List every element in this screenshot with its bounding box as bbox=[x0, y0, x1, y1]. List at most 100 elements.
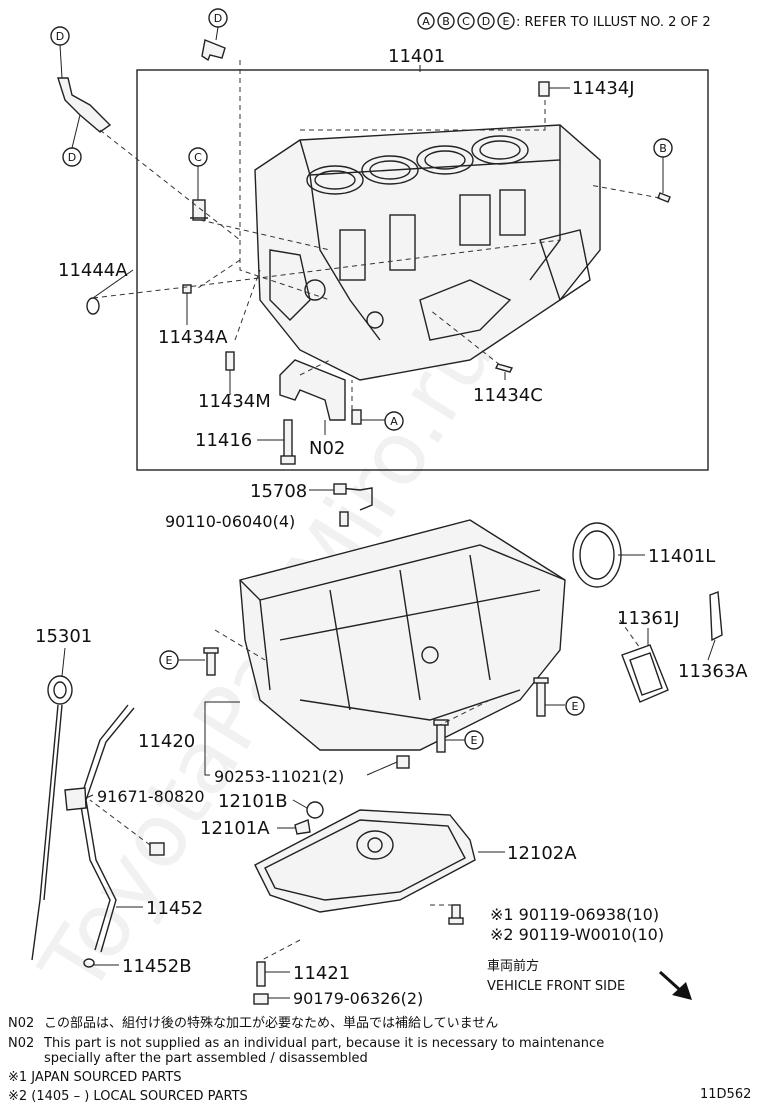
svg-text:D: D bbox=[482, 15, 490, 28]
label-91671: 91671-80820 bbox=[97, 787, 205, 806]
legend-circle-d: D bbox=[477, 12, 495, 30]
gasket-12101b bbox=[306, 801, 324, 819]
label-11421: 11421 bbox=[293, 963, 350, 984]
plug-12101a bbox=[294, 819, 311, 835]
fitting-d-top bbox=[201, 39, 226, 62]
label-11416: 11416 bbox=[195, 430, 252, 451]
label-90119-local: ※2 90119-W0010(10) bbox=[490, 925, 664, 944]
label-90179: 90179-06326(2) bbox=[293, 989, 423, 1008]
gasket-11361j bbox=[621, 644, 669, 703]
label-15708: 15708 bbox=[250, 481, 307, 502]
vehicle-front-en: VEHICLE FRONT SIDE bbox=[487, 979, 625, 994]
callout-c: C bbox=[188, 147, 208, 200]
callout-e-left: E bbox=[159, 650, 179, 670]
pin-11434c bbox=[494, 363, 514, 373]
label-11361j: 11361J bbox=[617, 608, 680, 629]
callout-d-left-bottom: D bbox=[62, 114, 82, 167]
svg-text:A: A bbox=[422, 15, 430, 28]
note-japan-sourced: ※1 JAPAN SOURCED PARTS bbox=[8, 1070, 182, 1085]
label-11452b: 11452B bbox=[122, 956, 192, 977]
callout-e-lower: E bbox=[464, 730, 484, 750]
vehicle-front-arrow-icon bbox=[658, 970, 692, 1000]
dipstick-15301 bbox=[31, 675, 73, 961]
block-frame bbox=[136, 69, 709, 471]
svg-text:D: D bbox=[214, 12, 222, 25]
label-11452: 11452 bbox=[146, 898, 203, 919]
bolt-e-right bbox=[533, 677, 549, 717]
label-11420: 11420 bbox=[138, 731, 195, 752]
label-12101b: 12101B bbox=[218, 791, 288, 812]
label-11434c: 11434C bbox=[473, 385, 543, 406]
oring-11452b bbox=[83, 958, 95, 968]
label-12101a: 12101A bbox=[200, 818, 270, 839]
dowel-a bbox=[351, 409, 362, 425]
crankcase-drawing bbox=[239, 519, 566, 751]
refer-text: : REFER TO ILLUST NO. 2 OF 2 bbox=[516, 15, 711, 30]
callout-d-top: D bbox=[208, 8, 228, 41]
legend-circle-c: C bbox=[457, 12, 475, 30]
svg-text:E: E bbox=[471, 734, 478, 747]
svg-text:D: D bbox=[68, 151, 76, 164]
bolt-90110 bbox=[339, 511, 349, 527]
bolt-90119 bbox=[448, 904, 464, 925]
label-11401: 11401 bbox=[388, 46, 445, 67]
guide-11452 bbox=[64, 704, 135, 953]
svg-text:D: D bbox=[56, 30, 64, 43]
callout-a: A bbox=[384, 411, 404, 431]
note-n02-en-2: specially after the part assembled / dis… bbox=[44, 1051, 368, 1066]
label-90253: 90253-11021(2) bbox=[214, 767, 344, 786]
label-11434j: 11434J bbox=[572, 78, 635, 99]
svg-text:B: B bbox=[659, 142, 667, 155]
seal-11401l bbox=[572, 522, 622, 588]
plug-11434j bbox=[538, 81, 550, 97]
legend-circle-e: E bbox=[497, 12, 515, 30]
label-11434m: 11434M bbox=[198, 391, 271, 412]
label-12102a: 12102A bbox=[507, 843, 577, 864]
note-n02-jp: この部品は、組付け後の特殊な加工が必要なため、単品では補給していません bbox=[44, 1015, 498, 1031]
legend-circle-a: A bbox=[417, 12, 435, 30]
note-local-sourced: ※2 (1405 – ) LOCAL SOURCED PARTS bbox=[8, 1089, 248, 1104]
illustration-code: 11D562 bbox=[700, 1087, 751, 1102]
union-d-left bbox=[57, 77, 112, 133]
callout-d-left-top: D bbox=[50, 26, 70, 79]
pipe-15708 bbox=[333, 483, 373, 511]
label-11444a: 11444A bbox=[58, 260, 128, 281]
svg-text:B: B bbox=[442, 15, 450, 28]
svg-text:C: C bbox=[462, 15, 470, 28]
note-n02-jp-code: N02 bbox=[8, 1016, 34, 1031]
cylinder-block-drawing bbox=[254, 124, 601, 381]
note-n02-en-1: This part is not supplied as an individu… bbox=[43, 1036, 604, 1051]
bolt-11416 bbox=[280, 419, 296, 465]
stud-11421 bbox=[256, 961, 266, 987]
svg-text:E: E bbox=[166, 654, 173, 667]
pin-11434m bbox=[225, 351, 235, 371]
callout-e-right: E bbox=[565, 696, 585, 716]
upper-dashed-lines bbox=[92, 60, 661, 410]
note-n02-en-code: N02 bbox=[8, 1036, 34, 1051]
label-n02: N02 bbox=[309, 438, 345, 459]
callout-b: B bbox=[653, 138, 673, 193]
nut-90179 bbox=[253, 993, 269, 1005]
svg-text:E: E bbox=[572, 700, 579, 713]
oil-pan-drawing bbox=[254, 809, 476, 913]
svg-text:C: C bbox=[194, 151, 202, 164]
vehicle-front-jp: 車両前方 bbox=[487, 958, 539, 974]
plug-90253 bbox=[396, 755, 410, 769]
label-11401l: 11401L bbox=[648, 546, 715, 567]
cap-n02 bbox=[279, 359, 346, 421]
bolt-91671 bbox=[149, 842, 165, 856]
label-15301: 15301 bbox=[35, 626, 92, 647]
lower-dashed-lines bbox=[89, 619, 641, 961]
gasket-11363a bbox=[709, 591, 723, 642]
label-11363a: 11363A bbox=[678, 661, 748, 682]
bolt-e-left bbox=[203, 647, 219, 676]
label-90119-jp: ※1 90119-06938(10) bbox=[490, 905, 659, 924]
pin-11434a bbox=[182, 284, 192, 294]
oring-11444a bbox=[86, 297, 100, 315]
svg-text:A: A bbox=[390, 415, 398, 428]
label-90110: 90110-06040(4) bbox=[165, 512, 295, 531]
header-legend: A B C D E : REFER TO ILLUST NO. 2 OF 2 bbox=[417, 12, 711, 30]
label-11434a: 11434A bbox=[158, 327, 228, 348]
legend-circle-b: B bbox=[437, 12, 455, 30]
